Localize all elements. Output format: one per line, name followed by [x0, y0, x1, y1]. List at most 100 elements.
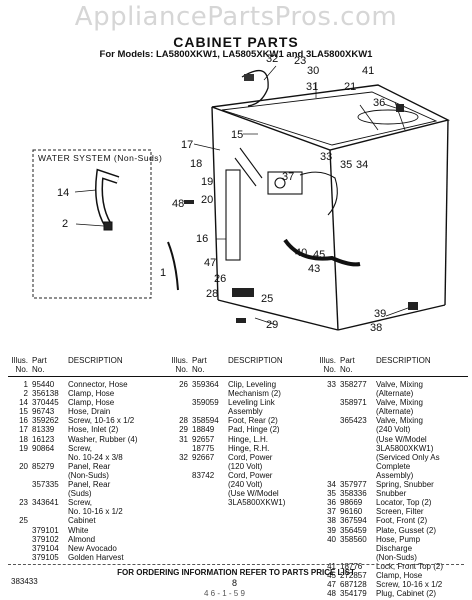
- header-cell: Illus. No.: [171, 356, 188, 374]
- cell-desc: Pad, Hinge (2): [228, 425, 280, 435]
- cell-part: 16123: [32, 434, 55, 444]
- callout-37: 37: [282, 171, 294, 183]
- cell-desc: Hinge, L.H.: [228, 434, 269, 444]
- cell-illus: 47: [327, 580, 336, 590]
- cell-illus: 31: [179, 434, 188, 444]
- cell-part: 354179: [340, 589, 367, 599]
- footer-divider: [8, 564, 464, 565]
- callout-29: 29: [266, 319, 278, 331]
- cell-illus: 2: [23, 389, 28, 399]
- page-number: 8: [232, 578, 238, 588]
- cell-illus: [8, 553, 32, 562]
- feet: [184, 104, 418, 323]
- cell-illus: 38: [327, 516, 336, 526]
- cell-desc: White: [68, 525, 89, 535]
- cell-part: 370445: [32, 398, 59, 408]
- cell-illus: 41: [327, 561, 336, 571]
- cell-illus: [168, 444, 192, 453]
- cell-part: 359059: [192, 398, 219, 408]
- cell-desc: Cord, Power (240 Volt) (Use W/Model 3LA5…: [228, 470, 286, 508]
- cell-desc: Connector, Hose: [68, 380, 128, 389]
- callout-21: 21: [344, 81, 356, 93]
- cell-illus: [8, 480, 32, 498]
- cell-illus: 36: [327, 498, 336, 508]
- header-cell: DESCRIPTION: [376, 356, 431, 365]
- cell-part: 356138: [32, 389, 59, 399]
- power-cord: [241, 69, 269, 107]
- cell-illus: [8, 526, 32, 535]
- cell-desc: Screw, No. 10-24 x 3/8: [68, 443, 123, 462]
- cell-illus: 17: [19, 425, 28, 435]
- cell-illus: 37: [327, 507, 336, 517]
- table-header: Illus. No.Part No.DESCRIPTION: [168, 356, 316, 377]
- callout-31: 31: [306, 81, 318, 93]
- callout-18: 18: [190, 158, 202, 170]
- cell-illus: 48: [327, 589, 336, 599]
- cell-part: 358560: [340, 534, 367, 544]
- cell-illus: [316, 416, 340, 480]
- cell-part: 687128: [340, 580, 367, 590]
- cell-illus: 26: [179, 380, 188, 389]
- callout-16: 16: [196, 233, 208, 245]
- header-cell: Illus. No.: [11, 356, 28, 374]
- callout-47: 47: [204, 257, 216, 269]
- water-system-box: [32, 149, 152, 299]
- callout-33: 33: [320, 151, 332, 163]
- cell-part: 357977: [340, 480, 367, 490]
- cell-desc: Panel, Rear (Non-Suds): [68, 461, 111, 480]
- cell-part: 272857: [340, 570, 367, 580]
- callout-25: 25: [261, 293, 273, 305]
- cell-desc: Lock, Front Top (2): [376, 561, 443, 571]
- callout-14: 14: [57, 187, 69, 199]
- header-cell: DESCRIPTION: [68, 356, 123, 365]
- callout-20: 20: [201, 194, 213, 206]
- cell-desc: Valve, Mixing (240 Volt) (Use W/Model 3L…: [376, 416, 440, 480]
- cell-part: 359364: [192, 380, 219, 389]
- callout-48: 48: [172, 198, 184, 210]
- callout-45: 45: [313, 249, 325, 261]
- cell-part: 18776: [340, 561, 363, 571]
- cell-desc: Clamp, Hose: [376, 570, 423, 580]
- cell-part: [32, 516, 68, 525]
- cell-illus: 33: [327, 380, 336, 389]
- callout-43: 43: [308, 263, 320, 275]
- cell-part: 343641: [32, 498, 59, 508]
- cell-desc: Hose, Pump Discharge (Non-Suds): [376, 534, 421, 562]
- table-header: Illus. No.Part No.DESCRIPTION: [8, 356, 168, 377]
- cell-desc: Leveling Link Assembly: [228, 398, 275, 417]
- cell-part: 379104: [32, 543, 59, 553]
- watermark: AppliancePartsPros.com: [74, 2, 398, 32]
- cell-part: 379105: [32, 552, 59, 562]
- water-system-label: WATER SYSTEM (Non-Suds): [38, 153, 163, 163]
- cell-part: 81339: [32, 425, 55, 435]
- page-title: CABINET PARTS: [173, 34, 299, 50]
- cell-desc: Clamp, Hose: [68, 389, 115, 399]
- cell-illus: 16: [19, 416, 28, 426]
- header-cell: Part No.: [192, 356, 207, 374]
- cell-illus: [316, 398, 340, 416]
- cell-desc: Almond: [68, 534, 96, 544]
- cell-desc: Plate, Gusset (2): [376, 525, 437, 535]
- callout-36: 36: [373, 97, 385, 109]
- cell-part: 83742: [192, 470, 215, 480]
- power-plug: [244, 74, 254, 81]
- cell-desc: Cabinet: [68, 516, 96, 526]
- cell-desc: Foot, Rear (2): [228, 416, 278, 426]
- cell-part: 379101: [32, 525, 59, 535]
